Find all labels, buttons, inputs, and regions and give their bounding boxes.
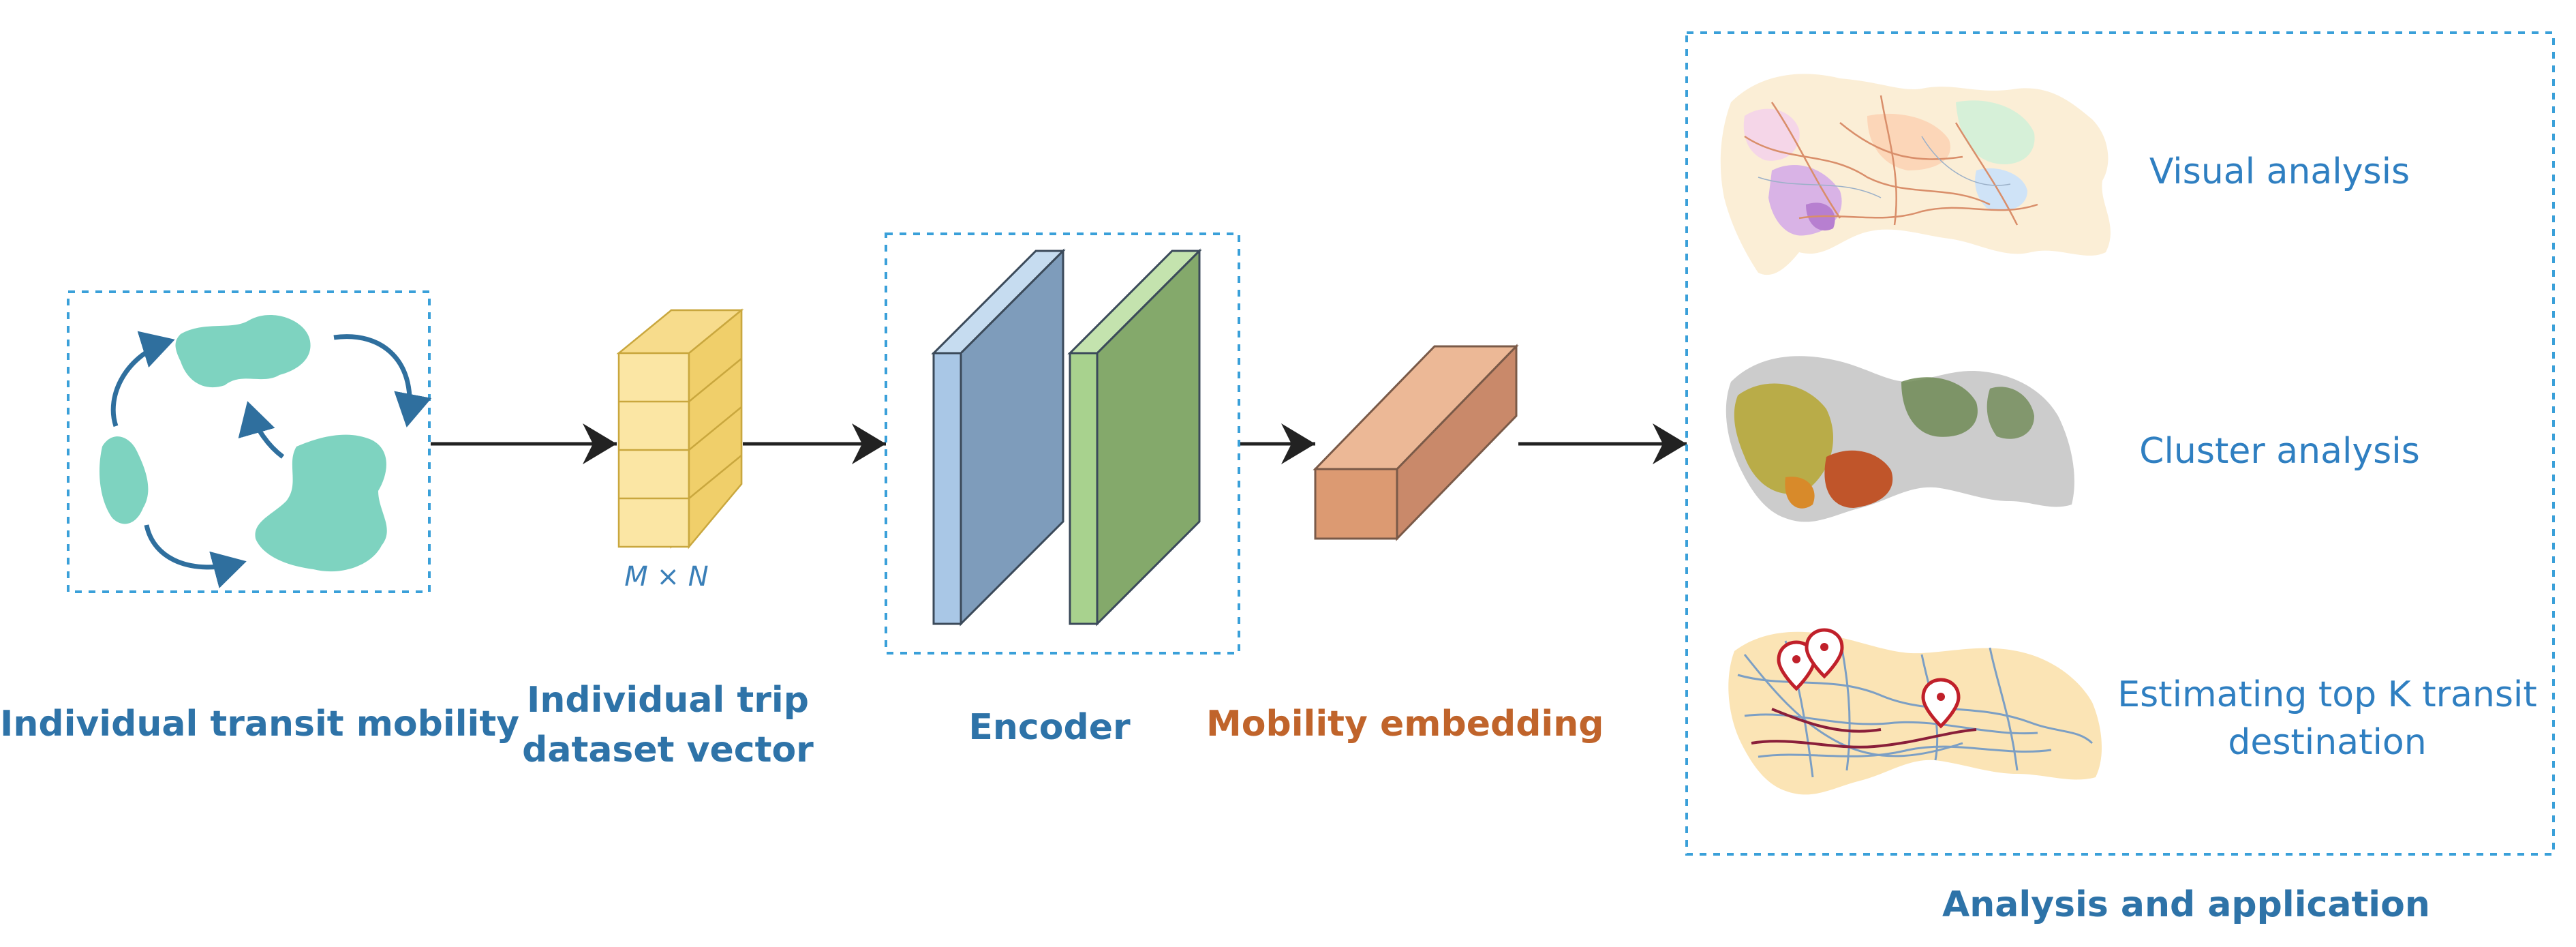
region-top (175, 314, 311, 388)
label-analysis-and-application: Analysis and application (1942, 884, 2430, 925)
encoder-layer-green (1067, 248, 1202, 627)
trip-tensor (616, 308, 744, 550)
mobility-box (67, 290, 431, 593)
matrix-dimension-label: M × N (624, 561, 709, 592)
location-pin-icon (1805, 628, 1844, 679)
destination-map (1728, 628, 2102, 795)
mobility-regions (99, 314, 387, 572)
label-individual-trip-line1: Individual trip (527, 680, 809, 721)
mobility-flow-arrows (110, 331, 432, 588)
region-left (99, 436, 149, 524)
encoder-layer-blue (931, 248, 1066, 627)
visual-analysis-map (1720, 74, 2111, 275)
label-individual-transit-mobility: Individual transit mobility (0, 704, 520, 745)
region-bottom-right (255, 434, 387, 572)
label-cluster-analysis: Cluster analysis (2139, 431, 2420, 472)
location-pin-icon (1921, 678, 1961, 729)
label-encoder: Encoder (968, 707, 1131, 748)
label-individual-trip-line2: dataset vector (522, 730, 814, 770)
label-estimating-top-k-line1: Estimating top K transit (2117, 674, 2537, 715)
encoder-box (885, 232, 1240, 655)
embedding-block (1313, 344, 1519, 541)
label-visual-analysis: Visual analysis (2149, 151, 2410, 192)
label-estimating-top-k-line2: destination (2228, 722, 2427, 763)
cluster-analysis-map (1726, 356, 2074, 522)
label-mobility-embedding: Mobility embedding (1206, 704, 1604, 745)
